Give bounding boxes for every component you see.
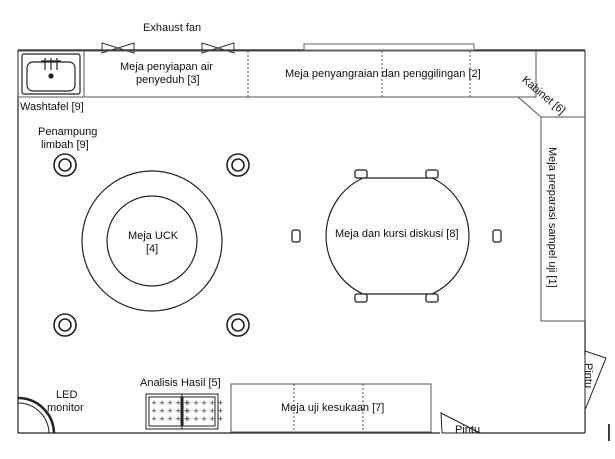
meja-uji-kesukaan-label: Meja uji kesukaan [7] bbox=[281, 402, 385, 414]
led-monitor-label-2: monitor bbox=[47, 402, 84, 414]
meja-preparasi-table bbox=[540, 116, 586, 322]
chair-icon bbox=[291, 169, 502, 303]
meja-penyangraian-label: Meja penyangraian dan penggilingan [2] bbox=[285, 68, 481, 80]
door-right-icon[interactable] bbox=[584, 350, 607, 411]
meja-uji-kesukaan-table bbox=[230, 383, 432, 433]
meja-uck-label-1: Meja UCK bbox=[128, 230, 179, 242]
exhaust-fan-label: Exhaust fan bbox=[143, 22, 202, 34]
washtafel-label: Washtafel [9] bbox=[20, 101, 84, 113]
meja-uck-label-2: [4] bbox=[146, 243, 159, 255]
led-monitor-label-1: LED bbox=[56, 389, 78, 401]
door-bottom-icon[interactable] bbox=[440, 412, 481, 434]
svg-text:+ + + + +: + + + + + bbox=[185, 407, 223, 415]
meja-diskusi-label: Meja dan kursi diskusi [8] bbox=[335, 228, 459, 240]
waste-bin-icon bbox=[226, 313, 250, 337]
meja-penyiapan-label-1: Meja penyiapan air bbox=[120, 61, 213, 73]
penampung-limbah-label-1: Penampung bbox=[38, 126, 98, 138]
led-monitor-icon bbox=[17, 396, 56, 434]
analisis-hasil-marks: + + + + + + + + + + + + + + + + + + + + … bbox=[151, 399, 223, 423]
analisis-hasil-icon bbox=[145, 393, 219, 430]
svg-text:+ + + + +: + + + + + bbox=[151, 407, 189, 415]
waste-bin-icon bbox=[226, 153, 250, 177]
sink-icon bbox=[21, 53, 81, 95]
meja-preparasi-label: Meja preparasi sampel uji [1] bbox=[546, 147, 558, 288]
svg-text:+ + + + +: + + + + + bbox=[151, 415, 189, 423]
window bbox=[303, 43, 475, 51]
top-counter bbox=[17, 50, 537, 98]
meja-penyiapan-label-2: penyeduh [3] bbox=[136, 74, 200, 86]
waste-bin-icon bbox=[53, 313, 77, 337]
analisis-hasil-label: Analisis Hasil [5] bbox=[140, 377, 221, 389]
pintu-right-label: Pintu bbox=[582, 363, 594, 389]
svg-text:+ + + + +: + + + + + bbox=[185, 399, 223, 407]
waste-bin-icon bbox=[53, 153, 77, 177]
meja-uck-table bbox=[81, 170, 223, 312]
svg-text:+ + + + +: + + + + + bbox=[151, 399, 189, 407]
svg-text:+ + + + +: + + + + + bbox=[185, 415, 223, 423]
pintu-bottom-label: Pintu bbox=[455, 424, 481, 436]
penampung-limbah-label-2: limbah [9] bbox=[41, 139, 89, 151]
